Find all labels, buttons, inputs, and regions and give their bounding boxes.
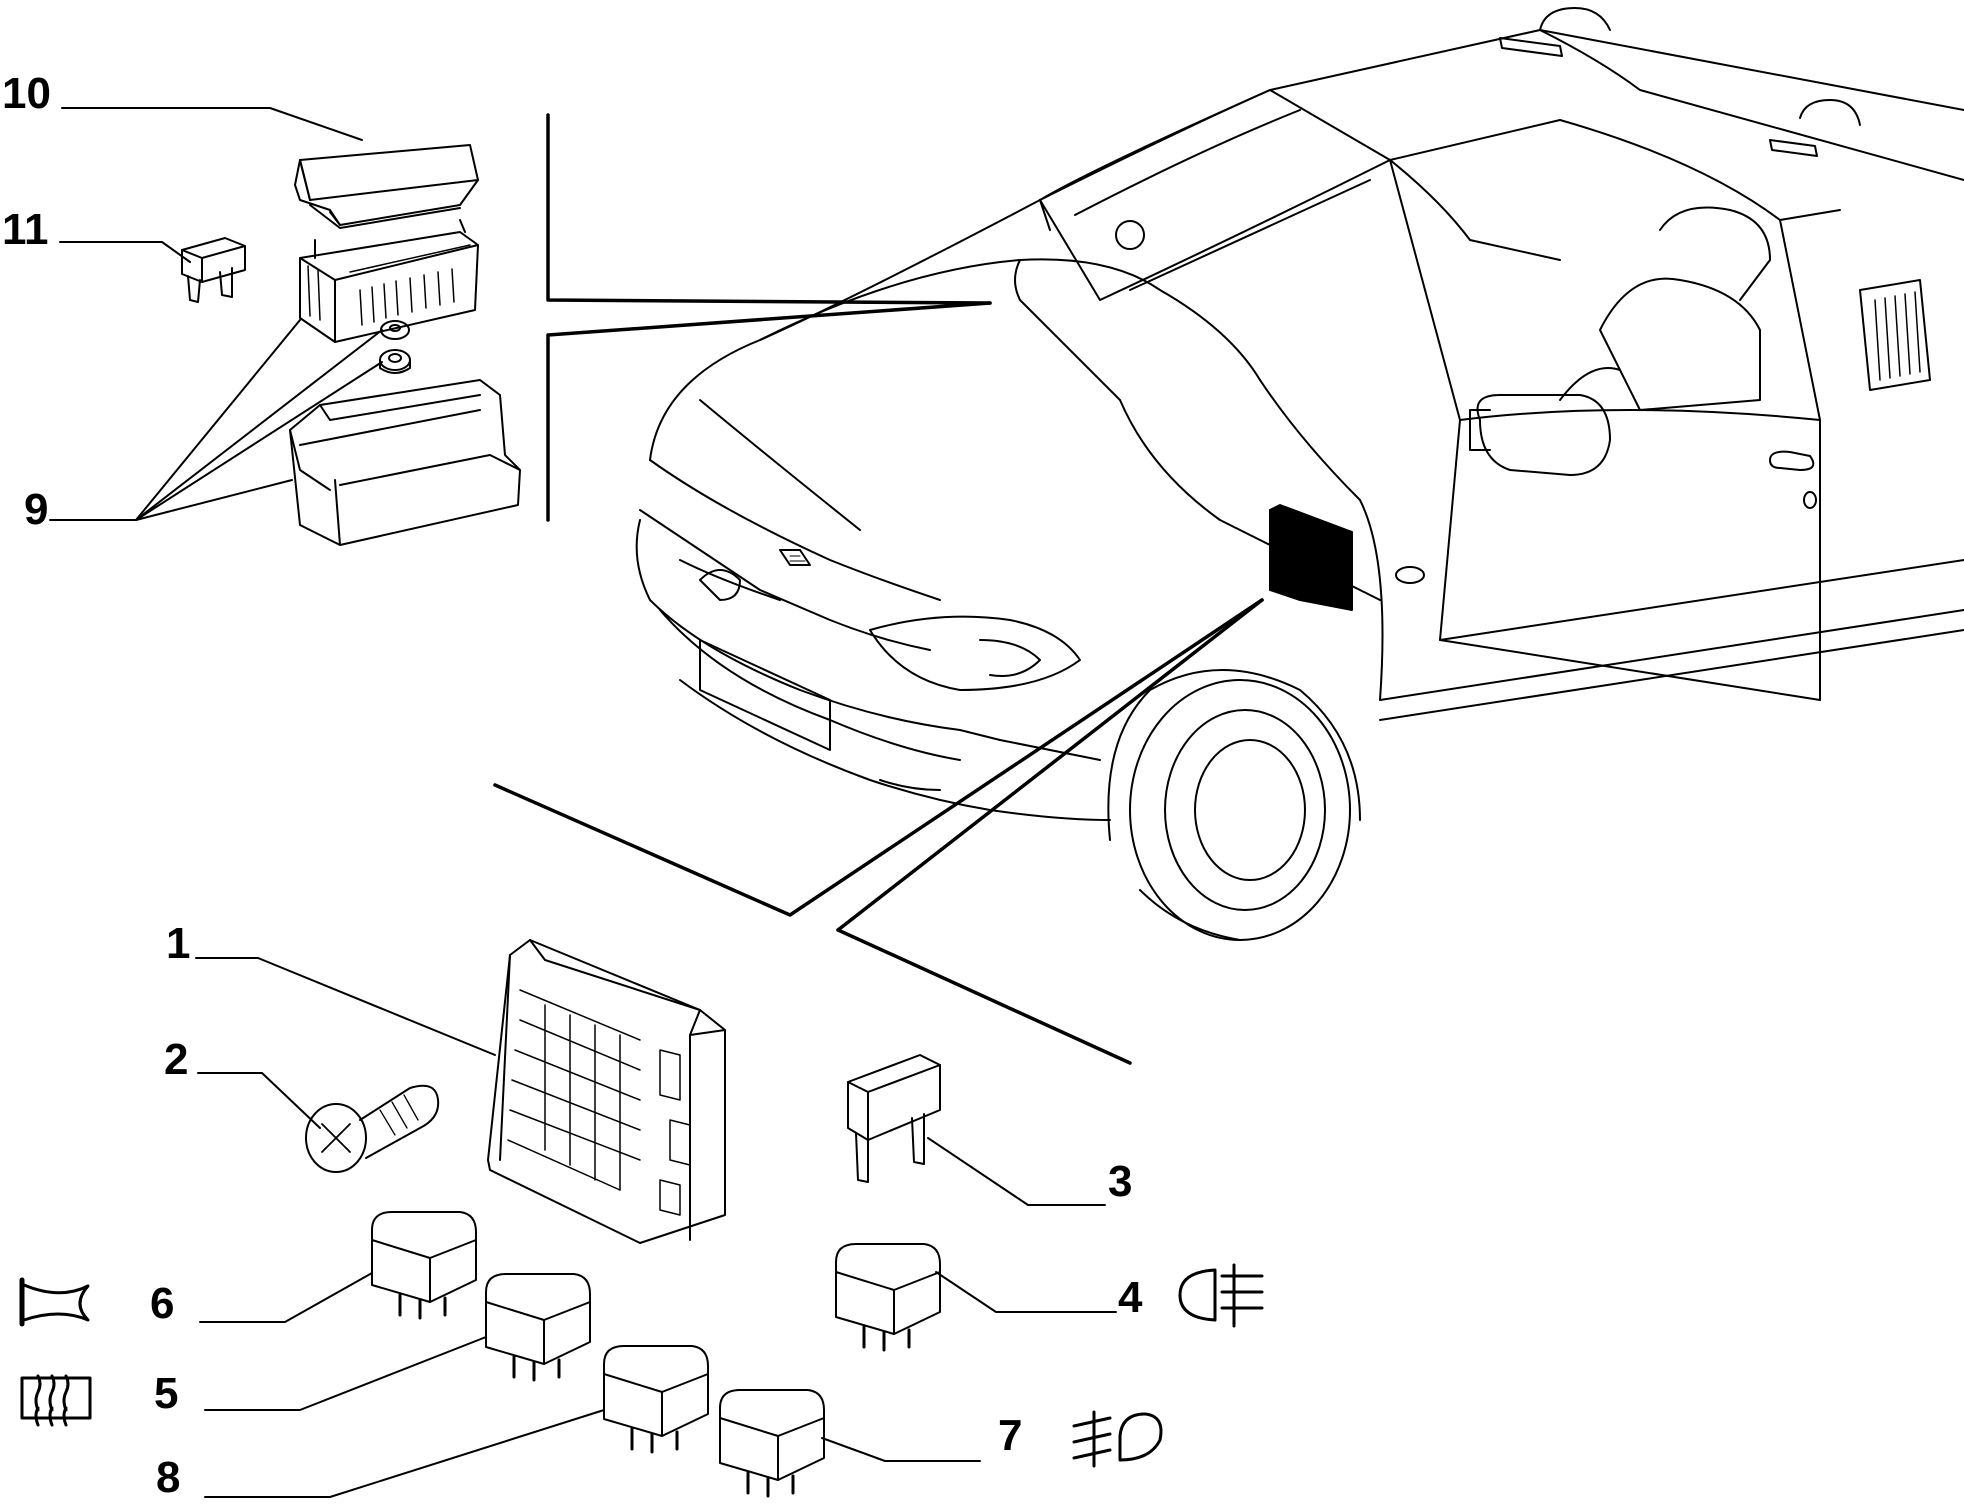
callout-5: 5 <box>154 1369 179 1418</box>
part-4-relay <box>836 1244 940 1350</box>
rear-window-defroster-icon <box>22 1376 90 1425</box>
callout-2: 2 <box>164 1035 189 1084</box>
part-10-fuse-box-cover <box>295 145 478 228</box>
callout-6: 6 <box>150 1279 175 1328</box>
callout-9: 9 <box>24 485 49 534</box>
callout-1: 1 <box>166 919 191 968</box>
fusebox-location-marker <box>1270 505 1352 610</box>
front-fog-light-icon <box>1074 1412 1161 1466</box>
part-6-relay <box>372 1212 476 1318</box>
part-9-nuts <box>380 321 410 373</box>
rear-fog-light-icon <box>1180 1265 1262 1326</box>
callout-frames <box>495 115 1262 1063</box>
part-5-relay <box>486 1274 590 1380</box>
part-9-fuse-box-bracket <box>290 380 520 545</box>
car-illustration <box>637 8 1964 940</box>
leader-lines <box>50 108 1116 1497</box>
callout-8: 8 <box>156 1453 181 1502</box>
part-2-screw <box>306 1086 438 1172</box>
callout-11: 11 <box>2 205 49 254</box>
horn-icon <box>22 1280 88 1324</box>
callout-10: 10 <box>2 69 51 118</box>
callout-4: 4 <box>1118 1273 1143 1322</box>
part-9-fuse-box-body <box>300 220 478 342</box>
part-7-relay <box>720 1390 824 1496</box>
callout-7: 7 <box>998 1411 1023 1460</box>
part-8-relay <box>604 1346 708 1452</box>
part-1-fuse-relay-box <box>488 940 725 1243</box>
part-11-blade-fuse <box>182 238 245 302</box>
part-3-maxi-fuse <box>848 1055 940 1182</box>
callout-3: 3 <box>1108 1157 1133 1206</box>
